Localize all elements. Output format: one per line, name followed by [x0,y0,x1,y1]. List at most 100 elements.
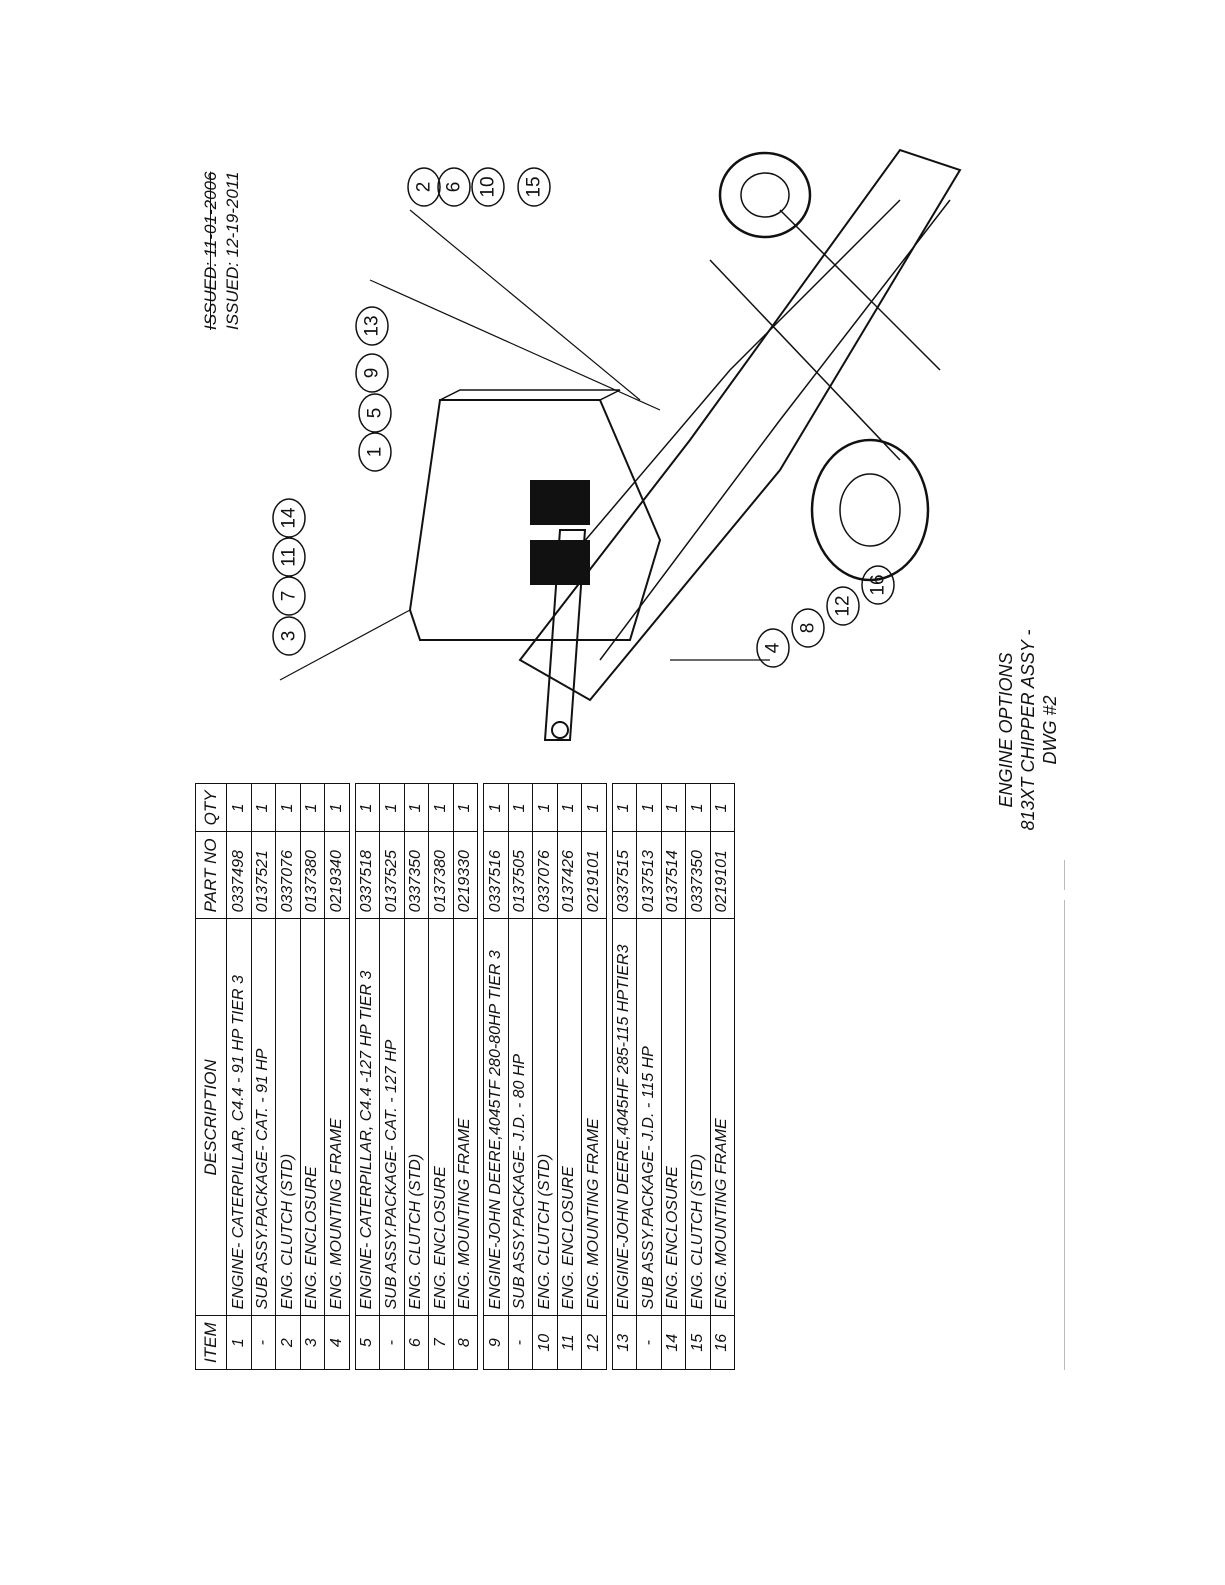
cell-qty: 1 [612,783,637,832]
cell-item: 11 [557,1315,582,1370]
cell-part-no: 0337515 [612,831,637,919]
cell-description: SUB ASSY.PACKAGE- J.D. - 115 HP [636,918,661,1316]
enclosure-vent-left [530,480,590,525]
cell-description: ENG. ENCLOSURE [428,918,453,1316]
callout-circle [355,353,389,393]
cell-part-no: 0337498 [226,831,251,919]
callout-circle [756,628,790,668]
callout-label: 15 [524,176,545,197]
cell-part-no: 0219330 [453,831,478,919]
cell-part-no: 0137426 [557,831,582,919]
cell-qty: 1 [379,783,404,832]
callout-label: 7 [279,591,300,602]
cell-description: ENGINE- CATERPILLAR, C4.4 - 91 HP TIER 3 [226,918,251,1316]
callout-label: 4 [763,642,784,653]
caption-line-1: ENGINE OPTIONS [996,652,1016,808]
callout-label: 12 [833,595,854,616]
cell-qty: 1 [508,783,533,832]
callout-circle [272,616,306,656]
cell-qty: 1 [532,783,557,832]
cell-part-no: 0137505 [508,831,533,919]
callout-label: 6 [444,182,465,193]
cell-description: ENG. CLUTCH (STD) [404,918,429,1316]
callout-label: 11 [279,547,300,567]
cell-qty: 1 [453,783,478,832]
callout-circle [358,432,392,472]
callout-circle [355,306,389,346]
callout-circle [861,565,895,605]
callout-circle [791,608,825,648]
table-header: ITEM DESCRIPTION PART NO QTY [195,783,227,1370]
cell-description: ENG. ENCLOSURE [557,918,582,1316]
callout-label: 14 [279,507,300,529]
cell-description: ENG. CLUTCH (STD) [275,918,300,1316]
cell-item: 9 [483,1315,508,1370]
cell-item: 7 [428,1315,453,1370]
cell-item: 10 [532,1315,557,1370]
cell-part-no: 0219101 [710,831,735,919]
cell-item: 8 [453,1315,478,1370]
cell-item: 5 [355,1315,380,1370]
enclosure-vent-right [530,540,590,585]
cell-part-no: 0337076 [275,831,300,919]
cell-description: ENG. CLUTCH (STD) [685,918,710,1316]
cell-qty: 1 [710,783,735,832]
callout-circle [272,537,306,577]
cell-description: ENGINE-JOHN DEERE,4045TF 280-80HP TIER 3 [483,918,508,1316]
cell-qty: 1 [300,783,325,832]
cell-item: - [636,1315,661,1370]
callout-label: 9 [362,368,383,379]
header-description: DESCRIPTION [195,918,227,1316]
cell-description: SUB ASSY.PACKAGE- CAT. - 91 HP [251,918,276,1316]
cell-item: 3 [300,1315,325,1370]
cell-item: - [508,1315,533,1370]
cell-qty: 1 [324,783,349,832]
callout-circle [517,167,551,207]
callout-circle [272,498,306,538]
header-part-no: PART NO [195,831,227,919]
callout-label: 5 [365,408,386,419]
caption-line-2: 813XT CHIPPER ASSY - DWG #2 [1018,629,1060,831]
cell-qty: 1 [483,783,508,832]
cell-part-no: 0137521 [251,831,276,919]
front-wheel [718,151,812,239]
cell-item: - [379,1315,404,1370]
cell-description: ENG. MOUNTING FRAME [581,918,606,1316]
cell-item: 16 [710,1315,735,1370]
callout-label: 3 [279,631,300,642]
cell-description: ENG. MOUNTING FRAME [453,918,478,1316]
cell-qty: 1 [226,783,251,832]
cell-qty: 1 [636,783,661,832]
cell-description: SUB ASSY.PACKAGE- CAT. - 127 HP [379,918,404,1316]
cell-description: ENG. ENCLOSURE [661,918,686,1316]
cell-qty: 1 [275,783,300,832]
cell-item: - [251,1315,276,1370]
cell-part-no: 0137380 [300,831,325,919]
cell-part-no: 0137514 [661,831,686,919]
cell-part-no: 0137380 [428,831,453,919]
rear-wheel [810,438,930,582]
cell-description: ENG. MOUNTING FRAME [710,918,735,1316]
cell-item: 6 [404,1315,429,1370]
callout-label: 16 [868,574,889,595]
trailer-frame [518,148,962,702]
callout-circle [826,586,860,626]
header-item: ITEM [195,1315,227,1370]
cell-item: 12 [581,1315,606,1370]
cell-description: ENGINE- CATERPILLAR, C4.4 -127 HP TIER 3 [355,918,380,1316]
